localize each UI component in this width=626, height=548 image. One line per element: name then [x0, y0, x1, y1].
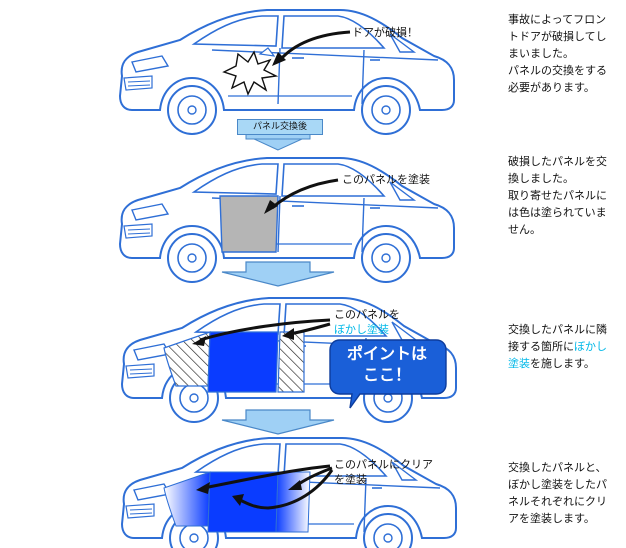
painted-panel-blue [207, 331, 279, 393]
callout-arrow-step2 [271, 178, 339, 210]
desc4-line: ぼかし塗装をしたパ [508, 478, 607, 491]
description-step2: 破損したパネルを交 換しました。 取り寄せたパネルに は色は塗られていま せん。 [508, 153, 620, 238]
desc1-line: パネルの交換をする [508, 64, 607, 77]
callout-step2: このパネルを塗装 [342, 173, 430, 186]
car-step3-blend [121, 297, 457, 423]
callout-step1: ドアが破損！ [352, 26, 418, 39]
point-speech-bubble [329, 339, 447, 409]
car-step1-damaged [119, 9, 455, 135]
desc3-highlight: 塗装 [508, 357, 530, 370]
desc1-line: まいました。 [508, 47, 574, 60]
desc2-line: せん。 [508, 223, 541, 236]
desc1-line: 事故によってフロン [508, 13, 607, 26]
desc2-line: 破損したパネルを交 [508, 155, 607, 168]
desc3-line: 塗装を施します。 [508, 355, 620, 372]
step-arrow-3 [221, 409, 335, 435]
unpainted-panel [219, 195, 279, 253]
desc1-line: トドアが破損してし [508, 30, 607, 43]
step-arrow-label: パネル交換後 [237, 119, 323, 135]
damage-burst [222, 50, 279, 96]
point-bubble-line2: ここ！ [362, 365, 411, 384]
desc4-line: ネルそれぞれにクリ [508, 495, 607, 508]
callout-step4: このパネルにクリア を塗装 [334, 457, 433, 487]
car-step2-new-panel [119, 157, 455, 283]
gradient-front-fender [163, 471, 211, 527]
car-step4-clear-coat [121, 437, 457, 548]
desc3-line: 接する箇所にぼかし [508, 338, 620, 355]
desc3-text: を施します。 [530, 357, 595, 370]
desc3-line: 交換したパネルに隣 [508, 323, 607, 336]
callout-step4-line1: このパネルにクリア [334, 458, 433, 471]
callout-step3-line2: ぼかし塗装 [334, 323, 389, 336]
desc1-line: 必要があります。 [508, 81, 595, 94]
description-step3: 交換したパネルに隣 接する箇所にぼかし 塗装を施します。 [508, 321, 620, 372]
description-step1: 事故によってフロン トドアが破損してし まいました。 パネルの交換をする 必要が… [508, 11, 620, 96]
step-arrow-1 [245, 132, 311, 151]
desc4-line: 交換したパネルと、 [508, 461, 607, 474]
hatched-rear-door [277, 331, 305, 393]
step-arrow-2 [221, 261, 335, 287]
desc2-line: 取り寄せたパネルに [508, 189, 607, 202]
callout-arrow-step4-a [203, 464, 331, 490]
desc4-line: アを塗装します。 [508, 512, 595, 525]
point-bubble-line1: ポイントは [346, 344, 427, 363]
point-bubble-text: ポイントは ここ！ [331, 338, 443, 394]
desc3-text: 接する箇所に [508, 340, 574, 353]
description-step4: 交換したパネルと、 ぼかし塗装をしたパ ネルそれぞれにクリ アを塗装します。 [508, 459, 620, 527]
callout-step3-line1: このパネルを [334, 308, 400, 321]
callout-step3: このパネルを ぼかし塗装 [334, 307, 400, 337]
hatched-front-fender [163, 331, 211, 387]
desc2-line: 換しました。 [508, 172, 574, 185]
callout-arrow-step4-b [239, 469, 334, 510]
callout-step4-line2: を塗装 [334, 473, 367, 486]
callout-arrow-step1 [278, 30, 351, 62]
desc2-line: は色は塗られていま [508, 206, 607, 219]
desc3-highlight: ぼかし [574, 340, 607, 353]
callout-arrow-step3-a [199, 318, 331, 342]
